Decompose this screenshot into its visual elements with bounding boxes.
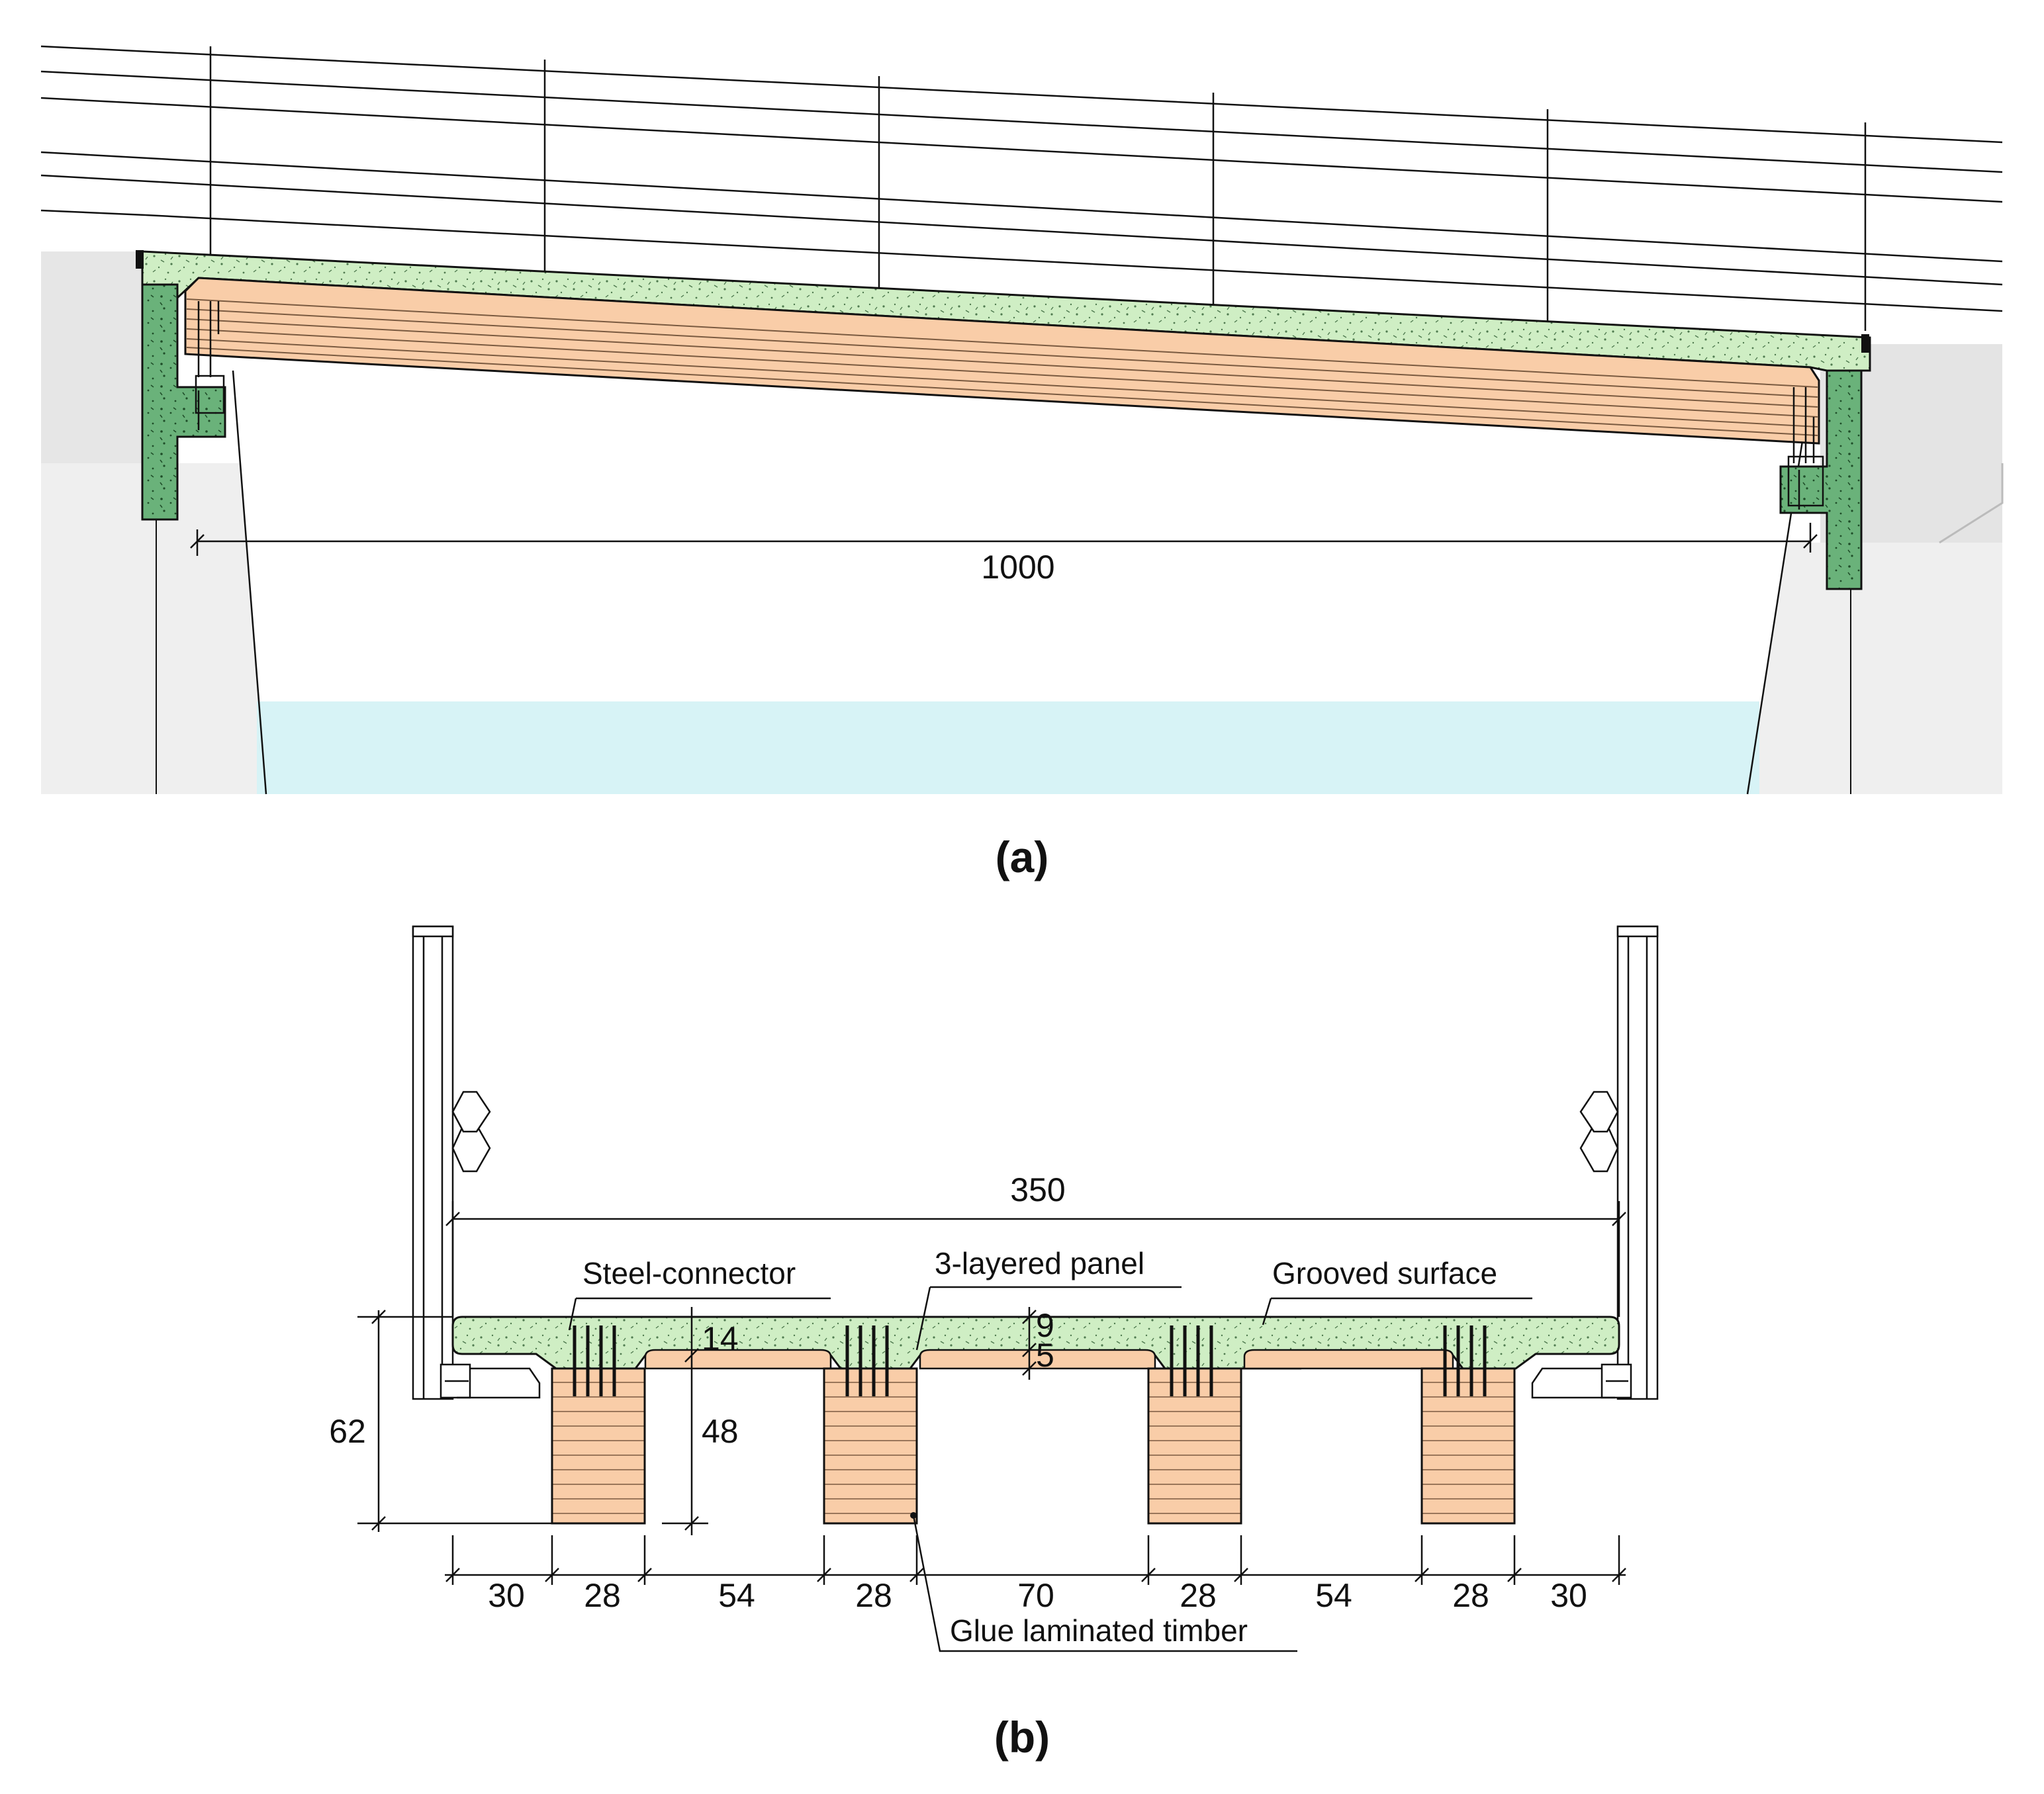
flange-dimension: 14 (702, 1320, 739, 1357)
end-bearings (440, 1363, 1632, 1399)
left-railing-post (412, 925, 491, 1400)
railing (40, 45, 2003, 331)
dimension-lines (357, 1201, 1626, 1585)
right-railing-post (1579, 925, 1659, 1400)
bottom-dim-6: 28 (1180, 1577, 1217, 1614)
bottom-dim-9: 30 (1550, 1577, 1587, 1614)
bottom-dim-2: 28 (584, 1577, 621, 1614)
ground-right-lower (1741, 543, 2002, 794)
steel-connector-label: Steel-connector (582, 1256, 796, 1290)
web-dimension: 48 (702, 1413, 739, 1450)
beam-laminations (186, 298, 1818, 436)
right-abutment (1779, 369, 1863, 590)
panel-bottom-dimension: 5 (1036, 1337, 1054, 1374)
steel-connectors (573, 1325, 1487, 1396)
bottom-dim-1: 30 (488, 1577, 525, 1614)
bottom-dim-3: 54 (718, 1577, 755, 1614)
layered-panel-label: 3-layered panel (935, 1246, 1144, 1280)
panel-top-dimension: 9 (1036, 1307, 1054, 1344)
caption-a: (a) (996, 832, 1049, 881)
glulam-beam (184, 277, 1820, 445)
glulam-webs (551, 1367, 1516, 1525)
leader-lines (568, 1286, 1532, 1652)
width-dimension: 350 (1010, 1171, 1065, 1208)
span-dimension: 1000 (981, 549, 1054, 586)
span-dimension-line (190, 523, 1818, 556)
left-abutment (141, 283, 226, 521)
figure-b: Steel-connector 3-layered panel Grooved … (329, 925, 1659, 1762)
bottom-dim-7: 54 (1315, 1577, 1352, 1614)
glulam-label: Glue laminated timber (950, 1613, 1248, 1648)
bottom-dim-5: 70 (1017, 1577, 1054, 1614)
water (257, 701, 1759, 794)
figure-a: 1000 (a) (40, 45, 2004, 881)
caption-b: (b) (994, 1713, 1050, 1762)
grooved-surface-label: Grooved surface (1272, 1256, 1497, 1290)
bottom-dim-4: 28 (855, 1577, 892, 1614)
river-channel (233, 371, 1812, 794)
bottom-dim-8: 28 (1452, 1577, 1489, 1614)
height-dimension: 62 (329, 1413, 366, 1450)
